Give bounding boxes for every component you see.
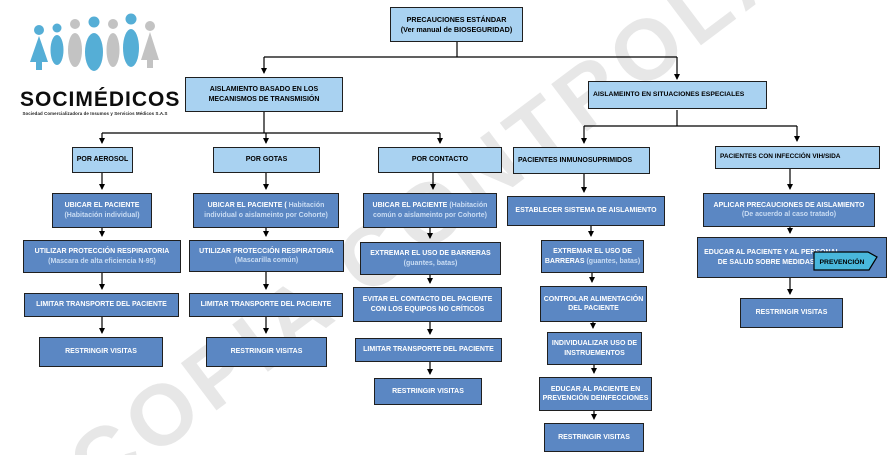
step-gotas-restringir: RESTRINGIR VISITAS: [206, 337, 327, 367]
step-main: EVITAR EL CONTACTO DEL PACIENTE CON LOS …: [362, 296, 493, 313]
step-inmuno-restringir: RESTRINGIR VISITAS: [544, 423, 644, 452]
step-main: EXTREMAR EL USO DE BARRERAS: [370, 250, 491, 258]
step-gotas-proteccion: UTILIZAR PROTECCIÓN RESPIRATORIA (Mascar…: [189, 240, 344, 272]
header-vih-sida-label: PACIENTES CON INFECCIÓN VIH/SIDA: [720, 153, 841, 161]
root-title: PRECAUCIONES ESTÁNDAR: [406, 15, 507, 25]
prevencion-flag: PREVENCIÓN: [813, 250, 879, 277]
step-main: UTILIZAR PROTECCIÓN RESPIRATORIA: [34, 248, 170, 256]
step-sub: (Habitación individual): [64, 211, 140, 219]
step-contacto-limitar: LIMITAR TRANSPORTE DEL PACIENTE: [355, 338, 502, 362]
logo-tagline: Sociedad Comercializadora de Insumos y S…: [22, 111, 168, 116]
step-sub: (De acuerdo al caso tratado): [741, 211, 837, 218]
step-inmuno-educar: EDUCAR AL PACIENTE EN PREVENCIÓN DEINFEC…: [539, 377, 652, 411]
prevencion-flag-label: PREVENCIÓN: [820, 257, 865, 266]
branch-special-box: AISLAMEINTO EN SITUACIONES ESPECIALES: [588, 81, 767, 109]
step-main: CONTROLAR ALIMENTACIÓN DEL PACIENTE: [543, 295, 644, 312]
step-inmuno-establecer: ESTABLECER SISTEMA DE AISLAMIENTO: [507, 196, 665, 226]
step-main: RESTRINGIR VISITAS: [558, 433, 630, 441]
header-inmunosuprimidos: PACIENTES INMUNOSUPRIMIDOS: [513, 147, 650, 174]
header-contacto-label: POR CONTACTO: [411, 156, 469, 164]
step-inmuno-alimentacion: CONTROLAR ALIMENTACIÓN DEL PACIENTE: [540, 286, 647, 322]
step-sub: Habitación individual o aislameinto por …: [204, 202, 328, 219]
step-sub: (Mascara de alta eficiencia N-95): [48, 257, 156, 265]
step-contacto-barreras: EXTREMAR EL USO DE BARRERAS (guantes, ba…: [360, 242, 501, 275]
people-silhouettes-icon: [30, 13, 159, 71]
branch-transmission-label: AISLAMIENTO BASADO EN LOS MECANISMOS DE …: [208, 86, 320, 103]
step-aerosol-proteccion: UTILIZAR PROTECCIÓN RESPIRATORIA (Mascar…: [23, 240, 181, 273]
step-main: EDUCAR AL PACIENTE EN PREVENCIÓN DEINFEC…: [542, 385, 649, 402]
step-sub: (Habitación común o aislameinto por Coho…: [373, 202, 488, 219]
step-main: EDUCAR AL PACIENTE Y AL PERSONAL DE SALU…: [704, 249, 840, 266]
step-main: RESTRINGIR VISITAS: [755, 309, 828, 317]
step-inmuno-barreras: EXTREMAR EL USO DE BARRERAS (guantes, ba…: [541, 240, 644, 273]
step-inmuno-individualizar: INDIVIDUALIZAR USO DE INSTRUEMENTOS: [547, 332, 642, 365]
step-gotas-ubicar: UBICAR EL PACIENTE ( Habitación individu…: [193, 193, 339, 228]
step-sub: (guantes, batas): [586, 257, 641, 265]
step-main: UBICAR EL PACIENTE: [372, 202, 448, 210]
logo-name: SOCIMÉDICOS: [20, 88, 181, 111]
step-contacto-ubicar: UBICAR EL PACIENTE (Habitación común o a…: [363, 193, 497, 228]
step-main: RESTRINGIR VISITAS: [230, 348, 303, 356]
root-box: PRECAUCIONES ESTÁNDAR (Ver manual de BIO…: [390, 7, 523, 42]
header-gotas: POR GOTAS: [213, 147, 320, 173]
step-main: INDIVIDUALIZAR USO DE INSTRUEMENTOS: [551, 340, 638, 357]
step-aerosol-restringir: RESTRINGIR VISITAS: [39, 337, 163, 367]
step-main: LIMITAR TRANSPORTE DEL PACIENTE: [363, 346, 494, 354]
header-gotas-label: POR GOTAS: [245, 156, 288, 164]
root-subtitle: (Ver manual de BIOSEGURIDAD): [400, 24, 513, 34]
header-contacto: POR CONTACTO: [378, 147, 502, 173]
header-aerosol: POR AEROSOL: [72, 147, 133, 173]
step-main: UTILIZAR PROTECCIÓN RESPIRATORIA: [199, 247, 334, 255]
step-aerosol-ubicar: UBICAR EL PACIENTE (Habitación individua…: [52, 193, 152, 228]
step-main: RESTRINGIR VISITAS: [392, 387, 464, 395]
step-sub: (Mascarilla común): [234, 257, 299, 264]
step-main: APLICAR PRECAUCIONES DE AISLAMIENTO: [713, 201, 865, 209]
step-main: EXTREMAR EL USO DE BARRERAS: [544, 248, 632, 265]
step-contacto-restringir: RESTRINGIR VISITAS: [374, 378, 482, 405]
step-gotas-limitar: LIMITAR TRANSPORTE DEL PACIENTE: [189, 293, 343, 317]
step-vih-restringir: RESTRINGIR VISITAS: [740, 298, 843, 328]
step-sub: (guantes, batas): [403, 259, 458, 267]
branch-transmission-box: AISLAMIENTO BASADO EN LOS MECANISMOS DE …: [185, 77, 343, 112]
step-main: ESTABLECER SISTEMA DE AISLAMIENTO: [515, 207, 657, 215]
header-aerosol-label: POR AEROSOL: [76, 156, 129, 164]
step-main: UBICAR EL PACIENTE: [64, 202, 140, 210]
step-main: UBICAR EL PACIENTE (: [207, 202, 287, 210]
step-contacto-evitar: EVITAR EL CONTACTO DEL PACIENTE CON LOS …: [353, 287, 502, 322]
step-main: RESTRINGIR VISITAS: [65, 348, 137, 356]
step-vih-aplicar: APLICAR PRECAUCIONES DE AISLAMIENTO (De …: [703, 193, 875, 227]
step-aerosol-limitar: LIMITAR TRANSPORTE DEL PACIENTE: [24, 293, 179, 317]
header-vih-sida: PACIENTES CON INFECCIÓN VIH/SIDA: [715, 146, 880, 169]
step-main: LIMITAR TRANSPORTE DEL PACIENTE: [36, 301, 167, 309]
socimedicos-logo: SOCIMÉDICOS Sociedad Comercializadora de…: [20, 12, 181, 116]
step-main: LIMITAR TRANSPORTE DEL PACIENTE: [200, 301, 332, 309]
branch-special-label: AISLAMEINTO EN SITUACIONES ESPECIALES: [593, 90, 745, 98]
header-inmunosuprimidos-label: PACIENTES INMUNOSUPRIMIDOS: [518, 156, 633, 164]
